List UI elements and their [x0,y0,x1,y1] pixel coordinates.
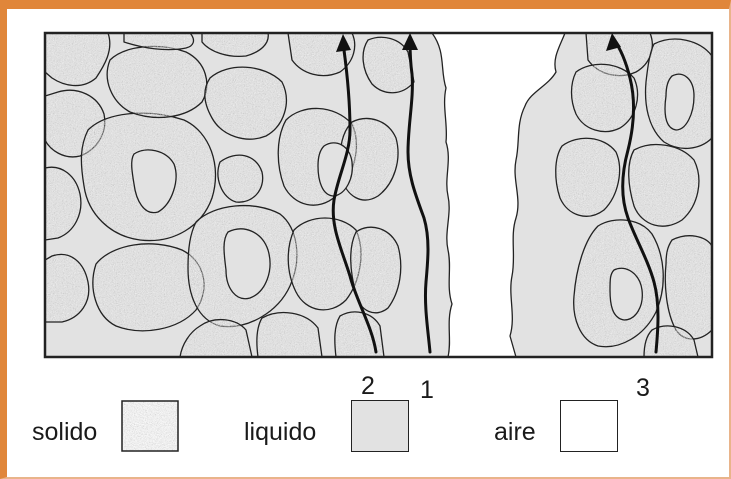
path-label-1: 1 [420,378,434,403]
legend-swatch-liquid [351,400,409,452]
legend-label-air: aire [494,420,536,445]
legend-swatch-air [560,400,618,452]
legend-swatch-solid [121,400,179,452]
path-label-2: 2 [361,374,375,399]
legend-label-liquid: liquido [244,420,316,445]
legend-label-solid: solido [32,420,97,445]
path-label-3: 3 [636,376,650,401]
